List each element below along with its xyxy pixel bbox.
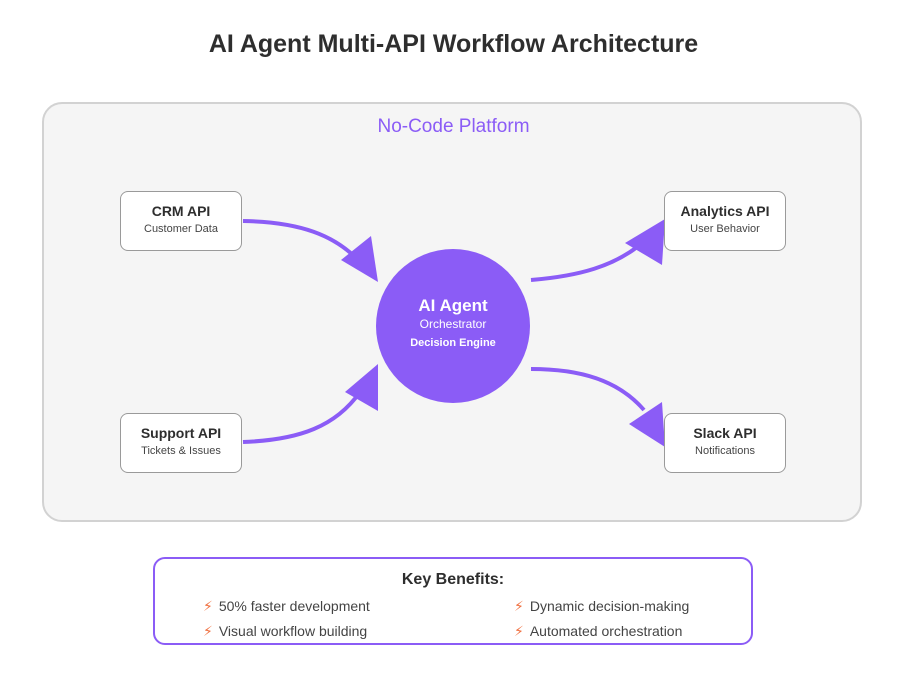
lightning-bolt-icon: ⚡ [514,598,524,614]
arrow-agent-to-analytics [530,242,643,282]
arrow-agent-to-slack [530,367,646,412]
arrow-crm-to-agent [242,219,362,264]
diagram-title: AI Agent Multi-API Workflow Architecture [208,30,699,58]
agent-role: Orchestrator [419,317,487,331]
api-name: Slack API [693,425,757,441]
api-name: Support API [140,425,222,441]
benefit-item: ⚡ Visual workflow building [203,623,367,640]
arrowhead-slack [629,402,665,447]
support-api-node: Support API Tickets & Issues [120,413,242,473]
ai-agent-node: AI Agent Orchestrator Decision Engine [376,249,530,403]
benefit-text: Dynamic decision-making [529,598,690,614]
arrow-support-to-agent [242,390,362,444]
api-description: Customer Data [144,223,218,235]
agent-name: AI Agent [418,296,488,315]
benefit-text: 50% faster development [218,598,370,614]
platform-label: No-Code Platform [377,116,530,137]
crm-api-node: CRM API Customer Data [120,191,242,251]
lightning-bolt-icon: ⚡ [514,623,524,639]
benefits-title: Key Benefits: [401,571,505,588]
arrowhead-crm [341,236,378,282]
analytics-api-node: Analytics API User Behavior [664,191,786,251]
arrowhead-support [345,364,378,411]
agent-engine: Decision Engine [410,337,496,349]
api-name: Analytics API [680,203,770,219]
api-name: CRM API [151,203,211,219]
api-description: User Behavior [690,223,760,235]
benefit-item: ⚡ 50% faster development [203,598,370,615]
lightning-bolt-icon: ⚡ [203,598,213,614]
lightning-bolt-icon: ⚡ [203,623,213,639]
slack-api-node: Slack API Notifications [664,413,786,473]
arrowhead-analytics [625,219,665,265]
api-description: Notifications [695,445,755,457]
benefit-text: Automated orchestration [529,623,683,639]
benefit-item: ⚡ Automated orchestration [514,623,682,640]
benefit-text: Visual workflow building [218,623,368,639]
key-benefits-box: Key Benefits: ⚡ 50% faster development ⚡ V… [153,557,753,645]
api-description: Tickets & Issues [141,445,221,457]
benefit-item: ⚡ Dynamic decision-making [514,598,689,615]
